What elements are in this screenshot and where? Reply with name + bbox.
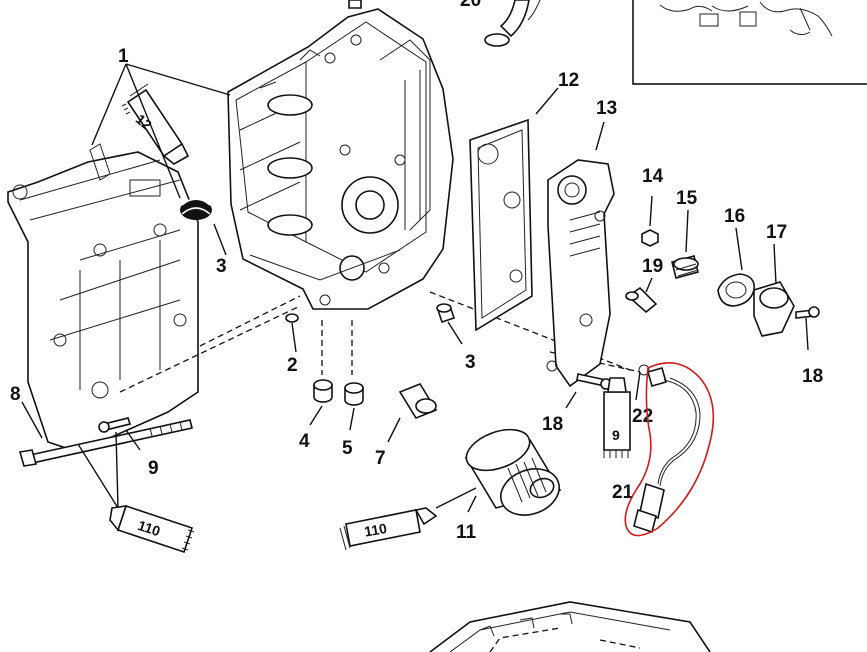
part-22-sensor xyxy=(638,364,667,387)
callout-1: 1 xyxy=(118,46,129,67)
part-14-nut xyxy=(641,229,659,247)
tube-110-left-label: 110 xyxy=(136,517,163,539)
callout-16: 16 xyxy=(724,206,745,227)
part-16-gasket xyxy=(717,273,756,307)
part-21-wiring-harness xyxy=(633,377,701,534)
part-20-hose xyxy=(484,0,541,47)
part-3-cylinder-block xyxy=(227,8,454,310)
callout-19: 19 xyxy=(642,256,663,277)
part-2-dowel xyxy=(285,313,299,323)
part-3-plug xyxy=(436,303,456,324)
part-5-bushing xyxy=(344,382,364,406)
part-18-bolt-center xyxy=(576,373,612,390)
callout-3-center: 3 xyxy=(465,352,476,373)
callout-11: 11 xyxy=(456,522,477,543)
callout-20: 20 xyxy=(460,0,481,11)
sealant-tube-12: 12 xyxy=(121,83,190,165)
tube-110-right-label: 110 xyxy=(363,520,388,540)
part-12-gasket xyxy=(469,118,533,332)
callout-4: 4 xyxy=(299,431,310,452)
part-4-bushing xyxy=(313,379,333,403)
part-18-bolt-right xyxy=(795,306,820,319)
part-7-sleeve xyxy=(398,383,438,419)
callout-7: 7 xyxy=(375,448,386,469)
sealant-tube-110-right: 110 xyxy=(339,507,438,551)
callout-12: 12 xyxy=(558,70,579,91)
callout-3-left: 3 xyxy=(216,256,227,277)
callout-22: 22 xyxy=(632,406,653,427)
part-19-hose-fitting xyxy=(625,286,658,314)
callout-8: 8 xyxy=(10,384,21,405)
callout-2: 2 xyxy=(287,355,298,376)
part-13-exhaust-cover xyxy=(546,159,615,388)
part-17-thermostat-cover xyxy=(753,281,795,337)
lower-partial-drawing xyxy=(429,601,711,652)
highlight-outline-part-21 xyxy=(624,362,715,537)
callout-18-right: 18 xyxy=(802,366,823,387)
callout-5: 5 xyxy=(342,438,353,459)
callout-15: 15 xyxy=(676,188,698,209)
callout-18-center: 18 xyxy=(542,414,563,435)
callout-21: 21 xyxy=(612,482,634,503)
sealant-tube-110-left: 110 xyxy=(109,504,195,554)
part-9-short-bolt xyxy=(98,417,132,433)
part-8-long-bolt xyxy=(18,419,193,467)
part-1-crankcase-cover xyxy=(7,143,199,453)
top-bolt xyxy=(348,0,362,9)
sealant-tube-9: 9 xyxy=(603,377,631,458)
callout-14: 14 xyxy=(642,166,664,187)
part-11-oil-filter xyxy=(464,428,562,516)
callout-17: 17 xyxy=(766,222,787,243)
inset-detail-box xyxy=(632,0,867,85)
callout-13: 13 xyxy=(596,98,617,119)
tube-9-label: 9 xyxy=(612,427,620,443)
coil-spring xyxy=(180,198,212,220)
part-15-thermostat xyxy=(671,255,699,279)
callout-9: 9 xyxy=(148,458,159,479)
